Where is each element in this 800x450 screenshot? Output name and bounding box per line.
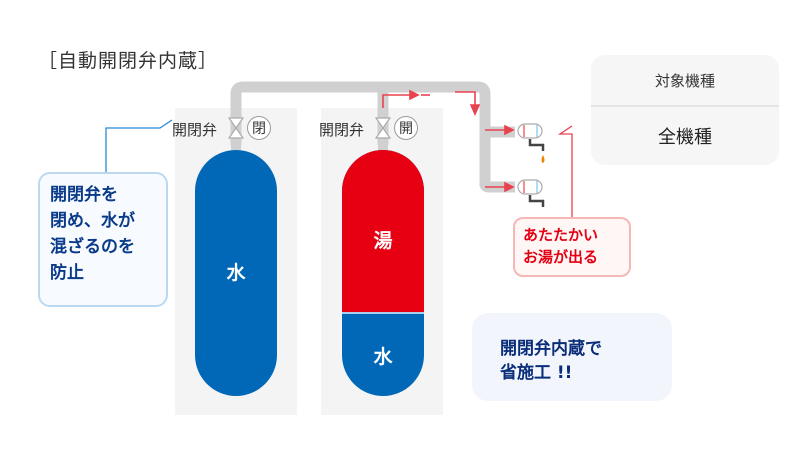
faucet-lower-icon — [517, 179, 545, 207]
target-models-box: 対象機種 全機種 — [591, 55, 779, 165]
left-valve-state-badge: 閉 — [247, 116, 271, 140]
valve-closed-note: 開閉弁を 閉め、水が 混ざるのを 防止 — [38, 172, 168, 307]
note-line: あたたかい — [523, 226, 599, 244]
red-leader-line — [557, 125, 573, 217]
note-line: 混ざるのを — [50, 237, 135, 257]
faucet-upper-icon — [517, 123, 545, 163]
promo-line: 開閉弁内蔵で — [500, 339, 602, 359]
note-line: 閉め、水が — [50, 211, 135, 231]
right-valve-state-badge: 開 — [394, 116, 418, 140]
note-line: 開閉弁を — [50, 185, 118, 205]
left-valve-label: 開閉弁 — [172, 121, 218, 139]
left-tank-label: 水 — [226, 262, 246, 284]
left-valve-icon — [227, 117, 245, 139]
left-tank: 水 — [195, 150, 277, 396]
right-tank-hot-label: 湯 — [373, 230, 393, 252]
blue-leader-line — [105, 119, 173, 172]
right-tank-cold-label: 水 — [373, 346, 393, 368]
note-line: お湯が出る — [523, 248, 599, 266]
promo-line: 省施工 !! — [500, 363, 573, 383]
right-tank-hot-section — [342, 150, 424, 314]
right-valve-label: 開閉弁 — [319, 121, 365, 139]
hot-water-note: あたたかい お湯が出る — [513, 217, 631, 277]
target-models-header: 対象機種 — [591, 55, 779, 107]
hot-flow-arrows — [382, 89, 515, 193]
target-models-value: 全機種 — [658, 127, 712, 148]
diagram-title: ［自動開閉弁内蔵］ — [38, 50, 219, 72]
right-tank: 湯 水 — [342, 150, 424, 396]
right-valve-icon — [374, 117, 392, 139]
promo-box: 開閉弁内蔵で 省施工 !! — [472, 313, 672, 401]
note-line: 防止 — [50, 263, 84, 283]
